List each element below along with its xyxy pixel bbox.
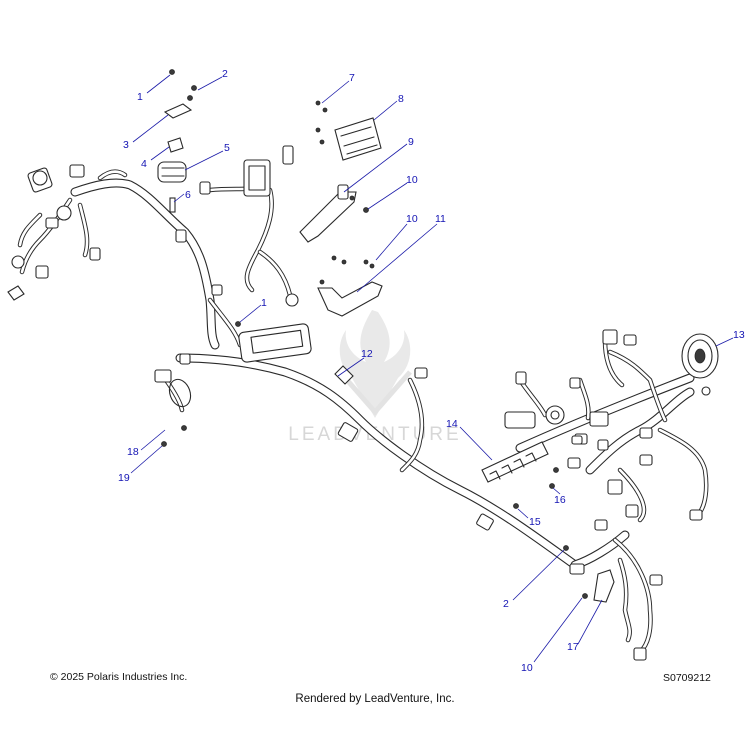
callout-9: 9 — [408, 136, 414, 148]
callout-8: 8 — [398, 93, 404, 105]
callout-6: 6 — [185, 189, 191, 201]
watermark-logo-icon — [339, 310, 411, 418]
callout-17: 17 — [567, 641, 579, 653]
upper-parts — [157, 69, 383, 447]
right-parts — [481, 333, 719, 603]
callout-10: 10 — [521, 662, 533, 674]
callout-16: 16 — [554, 494, 566, 506]
callout-19: 19 — [118, 472, 130, 484]
rendered-by-text: Rendered by LeadVenture, Inc. — [295, 693, 455, 705]
callout-5: 5 — [224, 142, 230, 154]
callout-12: 12 — [361, 348, 373, 360]
leader-lines — [130, 74, 734, 663]
callout-10: 10 — [406, 213, 418, 225]
drawing-number: S0709212 — [663, 672, 711, 684]
callout-1: 1 — [137, 91, 143, 103]
callout-4: 4 — [141, 158, 147, 170]
watermark: LEADVENTURE — [288, 310, 459, 445]
callout-14: 14 — [446, 418, 458, 430]
callout-13: 13 — [733, 329, 745, 341]
callout-2: 2 — [222, 68, 228, 80]
callout-11: 11 — [435, 213, 446, 225]
callouts: 1 2 3 4 5 6 7 8 9 10 10 11 1 12 13 14 16… — [118, 68, 745, 674]
watermark-chevron-icon — [338, 370, 412, 416]
copyright-text: © 2025 Polaris Industries Inc. — [50, 671, 188, 683]
callout-1: 1 — [261, 297, 267, 309]
callout-10: 10 — [406, 174, 418, 186]
callout-3: 3 — [123, 139, 129, 151]
harness-connectors — [7, 145, 711, 661]
callout-15: 15 — [529, 516, 541, 528]
callout-7: 7 — [349, 72, 355, 84]
callout-18: 18 — [127, 446, 139, 458]
callout-2: 2 — [503, 598, 509, 610]
